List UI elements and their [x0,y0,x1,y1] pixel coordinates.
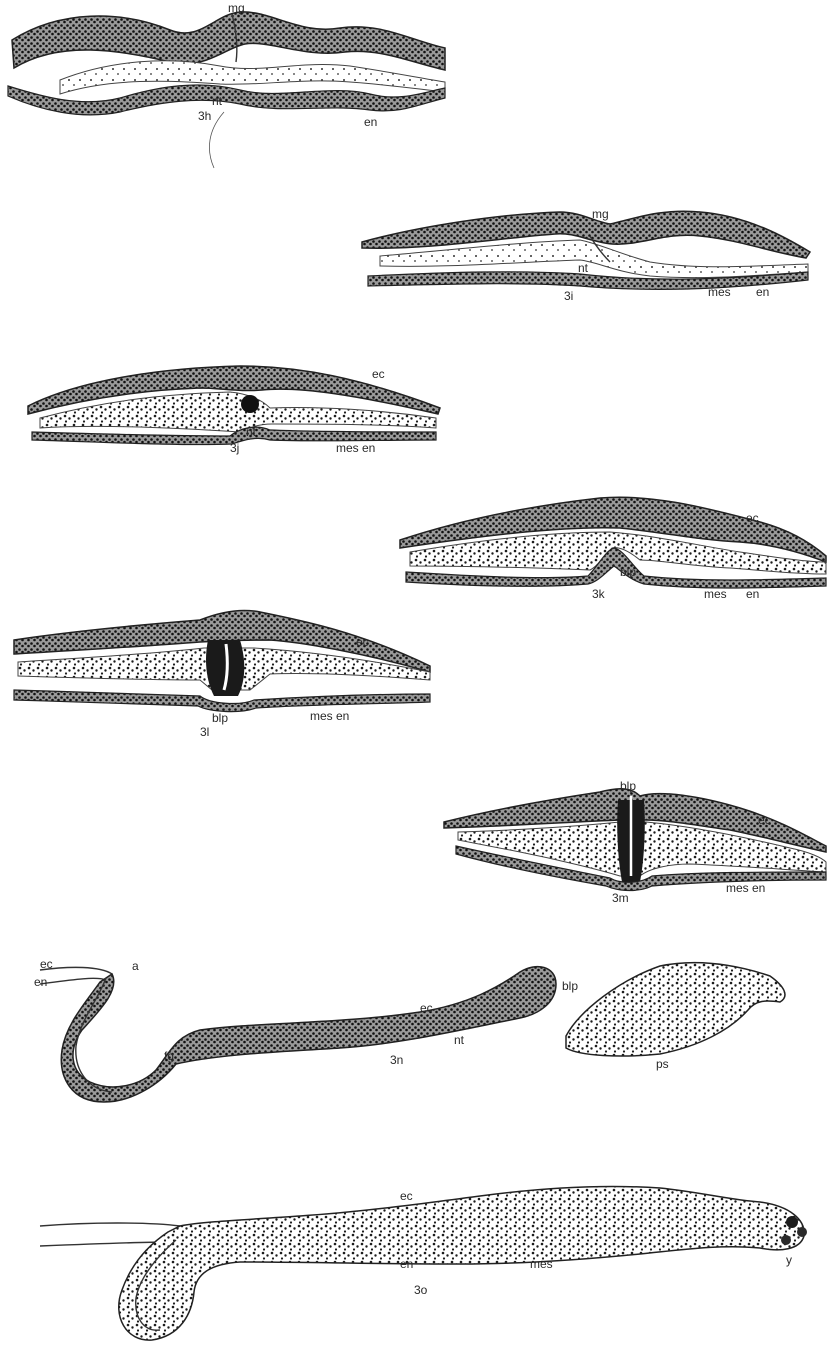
label-y: y [786,1253,792,1267]
label-ps: ps [656,1057,669,1071]
figure-number: 3n [390,1053,403,1067]
figure-number: 3o [414,1283,428,1297]
notochord-dot [241,395,259,413]
label-ec: ec [372,367,385,381]
label-blp: blp [212,711,228,725]
figure-3l: ec blp mes en 3l [14,610,430,739]
mesoderm-layer [60,61,445,94]
label-mes: mes [530,1257,553,1271]
label-ec: ec [40,957,53,971]
figure-3n: ec en a fg ec blp nt ps 3n [34,957,785,1102]
ectoderm-layer [12,12,445,70]
figure-number: 3i [564,289,573,303]
ectoderm-strip [40,1223,180,1226]
figure-3i: mg nt mes en 3i [362,207,810,303]
label-en: en [34,975,47,989]
label-a: a [132,959,139,973]
embryo-body [119,1186,804,1340]
yolk-cell [786,1216,798,1228]
label-blp: blp [620,779,636,793]
figure-3m: blp ec mes en 3m [444,779,826,905]
label-en: en [756,285,769,299]
label-mes-en: mes en [726,881,765,895]
primitive-streak-mass [566,963,785,1056]
label-nt: nt [246,425,257,439]
label-fg: fg [164,1049,174,1063]
label-mes: mes [704,587,727,601]
label-blp: blp [620,565,636,579]
label-ec: ec [758,813,771,827]
label-nt: nt [454,1033,465,1047]
label-en: en [364,115,377,129]
figure-number: 3l [200,725,209,739]
figure-number: 3m [612,891,629,905]
label-mes: mes [708,285,731,299]
leader-line [209,112,224,168]
label-mes-en: mes en [310,709,349,723]
label-ec: ec [400,1189,413,1203]
foregut-fold [61,967,556,1102]
figure-3o: ec en mes y 3o [40,1186,807,1340]
label-mg: mg [592,207,609,221]
label-ec: ec [356,635,369,649]
figure-number: 3h [198,109,211,123]
label-nt: nt [212,94,223,108]
label-blp: blp [562,979,578,993]
yolk-cell [781,1235,791,1245]
label-mg: mg [228,1,245,15]
label-nt: nt [578,261,589,275]
figure-3j: ec nt mes en 3j [28,366,440,455]
figure-number: 3k [592,587,606,601]
label-en: en [746,587,759,601]
label-ec-2: ec [420,1001,433,1015]
figure-3h: mg nt en 3h [8,1,445,168]
label-ec: ec [746,511,759,525]
label-mes-en: mes en [336,441,375,455]
endoderm-strip [40,978,106,984]
figure-number: 3j [230,441,239,455]
label-en: en [400,1257,413,1271]
yolk-cell [797,1227,807,1237]
figure-3k: ec blp mes en 3k [400,497,826,601]
